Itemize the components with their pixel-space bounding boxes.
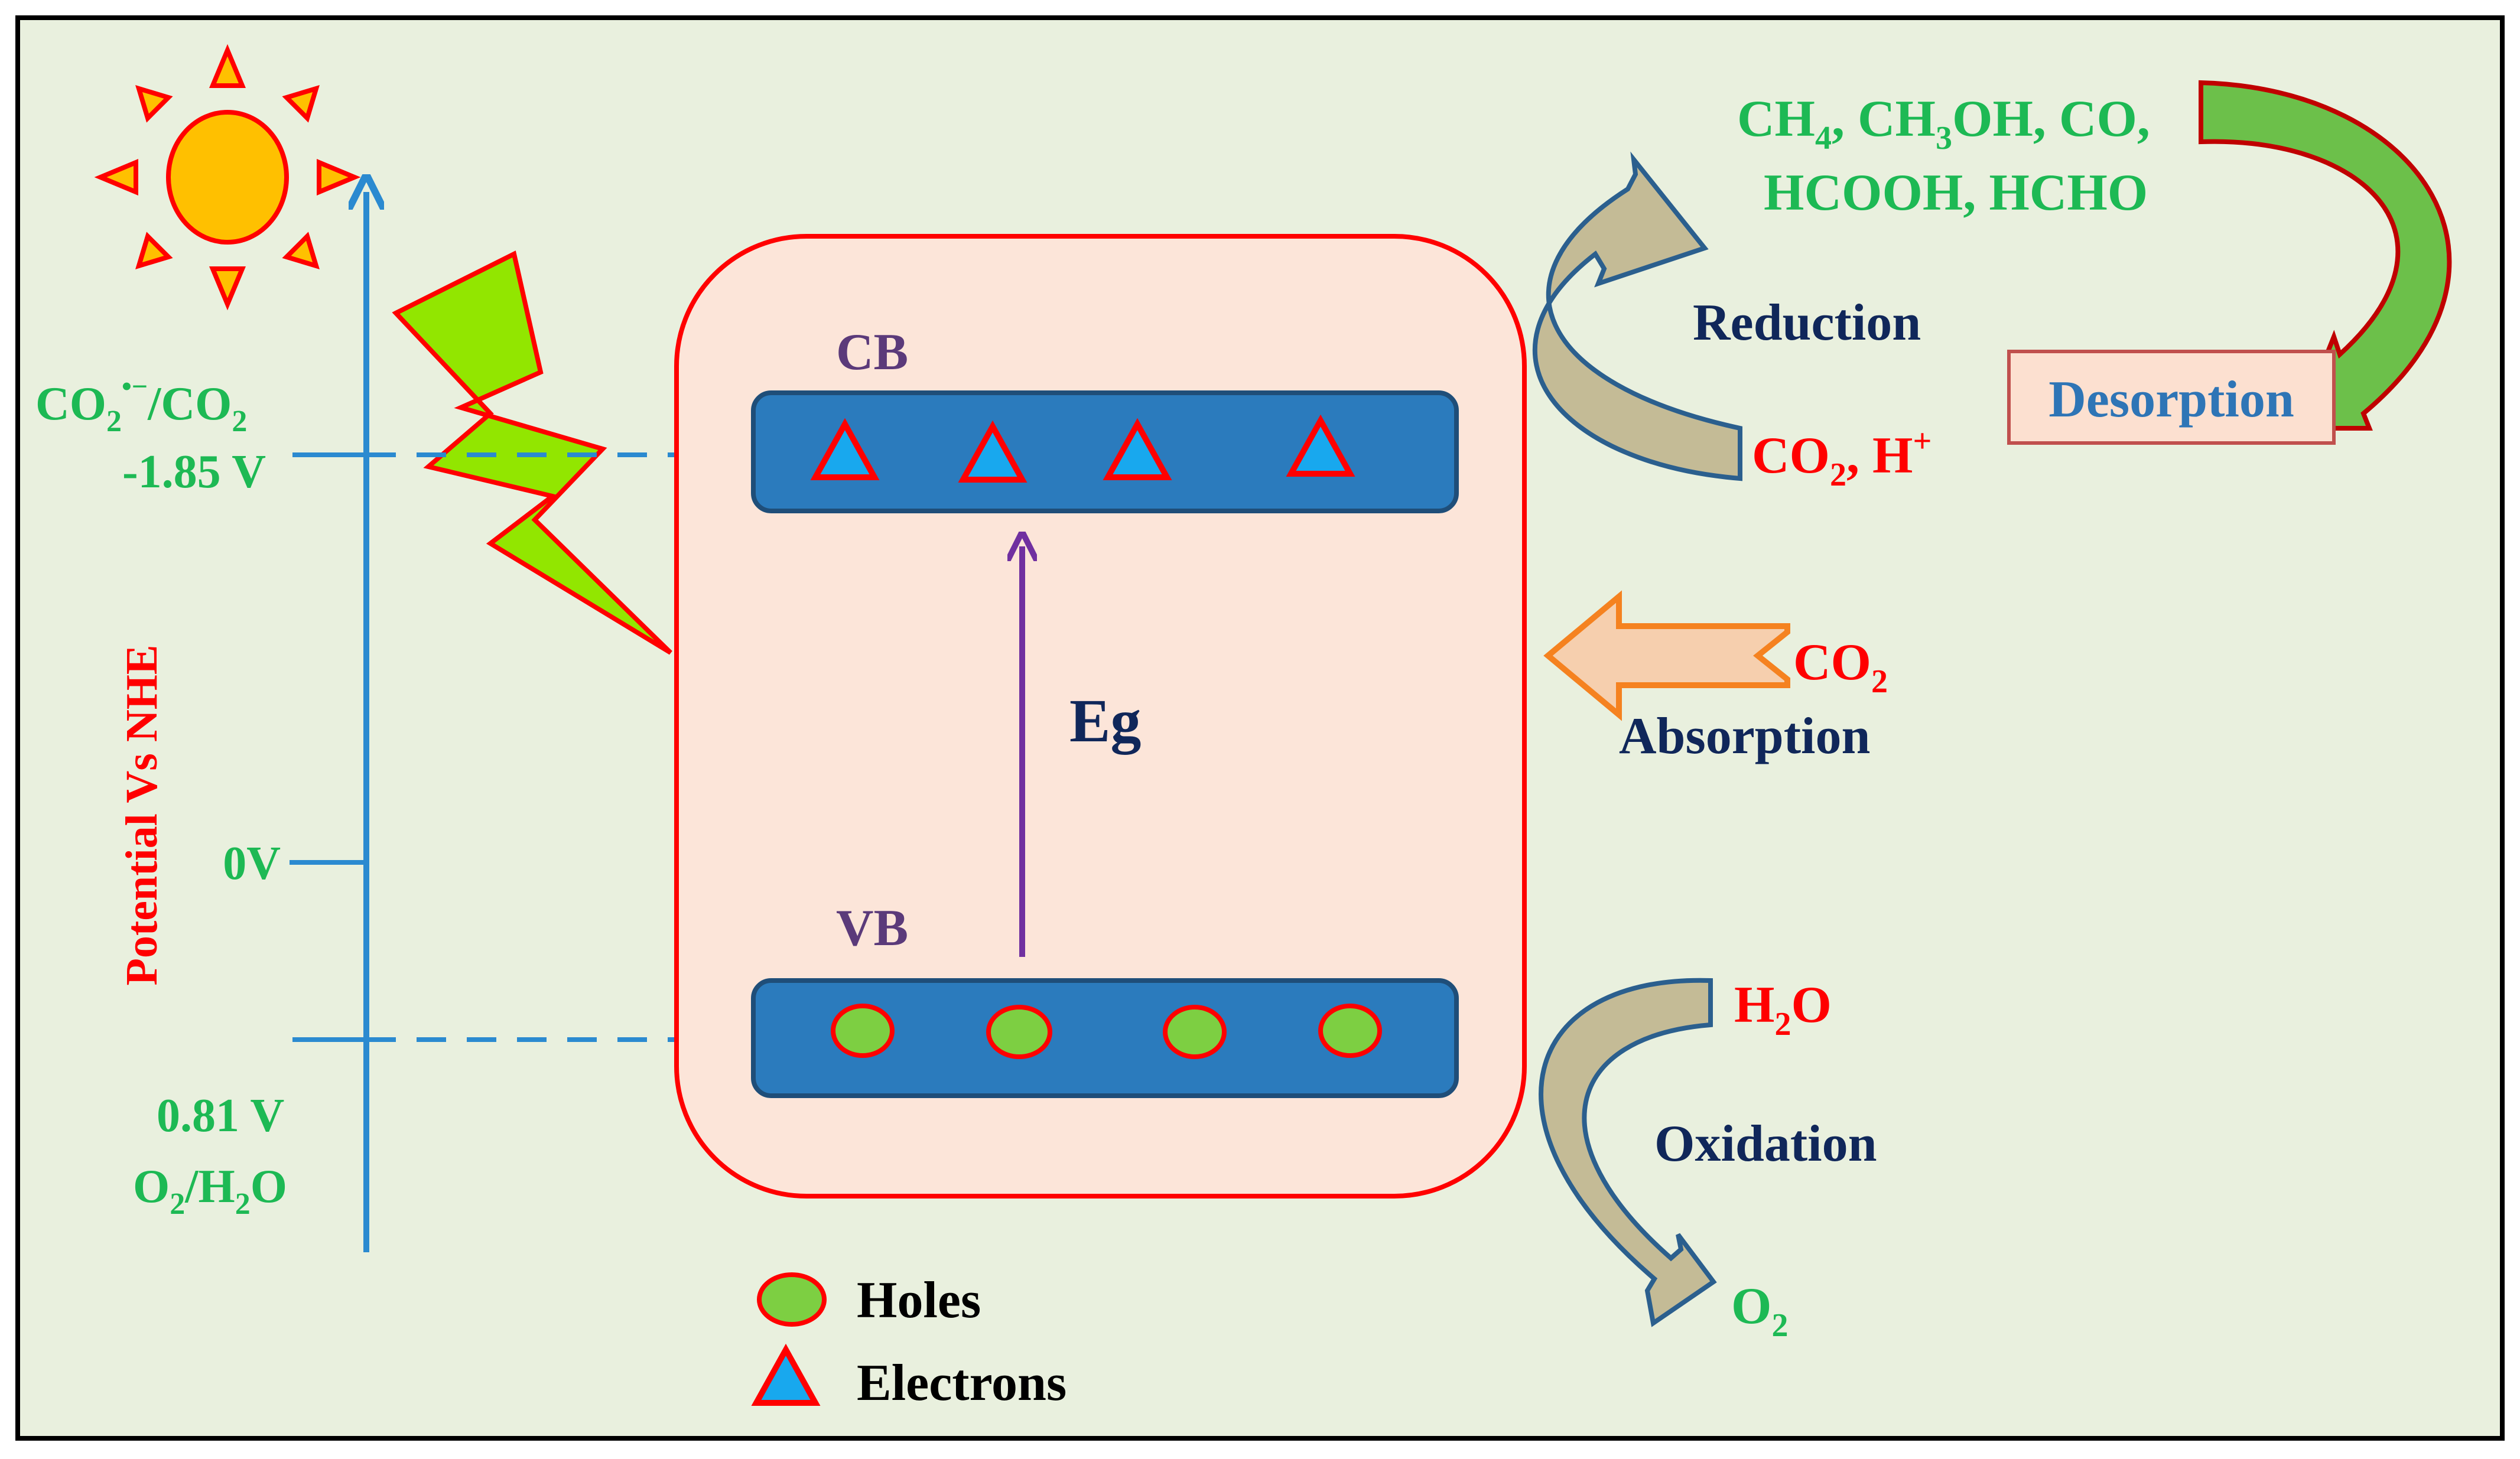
desorption-curved-arrow	[2199, 80, 2452, 431]
electron-triangle-icon	[1286, 414, 1355, 477]
absorption-label: Absorption	[1619, 708, 1870, 765]
axis-top-value: -1.85 V	[122, 446, 266, 498]
legend-electrons-label: Electrons	[857, 1354, 1066, 1412]
oxidation-product: O2	[1731, 1278, 1788, 1344]
oxidation-curved-arrow	[1539, 978, 1717, 1327]
axis-bottom-couple: O2/H2O	[133, 1161, 287, 1221]
hole-circle-icon	[831, 1004, 895, 1058]
vb-label: VB	[836, 900, 908, 957]
hole-circle-icon	[1318, 1004, 1382, 1058]
absorption-arrow	[1543, 590, 1790, 721]
hole-circle-icon	[986, 1005, 1052, 1059]
reduction-reactant: CO2, H+	[1752, 423, 1932, 493]
electron-triangle-icon	[958, 420, 1027, 483]
hole-circle-icon	[1163, 1005, 1227, 1059]
reduction-products-line2: HCOOH, HCHO	[1764, 164, 2148, 222]
desorption-label: Desorption	[2048, 371, 2294, 428]
valence-band	[751, 978, 1459, 1098]
reduction-curved-arrow	[1532, 151, 1742, 481]
legend-hole-icon	[757, 1272, 827, 1327]
oxidation-label: Oxidation	[1654, 1115, 1877, 1173]
reduction-label: Reduction	[1693, 294, 1921, 351]
electron-triangle-icon	[810, 418, 880, 480]
absorption-species: CO2	[1793, 634, 1888, 700]
axis-top-couple: CO2•−/CO2	[35, 371, 247, 438]
legend-holes-label: Holes	[857, 1272, 981, 1329]
axis-bottom-value: 0.81 V	[157, 1090, 284, 1142]
reduction-products-line1: CH4, CH3OH, CO,	[1737, 90, 2150, 157]
band-gap-label: Eg	[1069, 687, 1141, 755]
cb-label: CB	[836, 324, 908, 381]
legend-electron-icon	[751, 1343, 821, 1406]
sun-icon	[94, 44, 361, 311]
axis-title: Potential Vs NHE	[117, 644, 167, 985]
oxidation-reactant: H2O	[1734, 976, 1832, 1043]
desorption-box	[2007, 350, 2336, 445]
conduction-band	[751, 390, 1459, 513]
axis-zero-label: 0V	[223, 838, 281, 890]
electron-triangle-icon	[1103, 418, 1172, 480]
